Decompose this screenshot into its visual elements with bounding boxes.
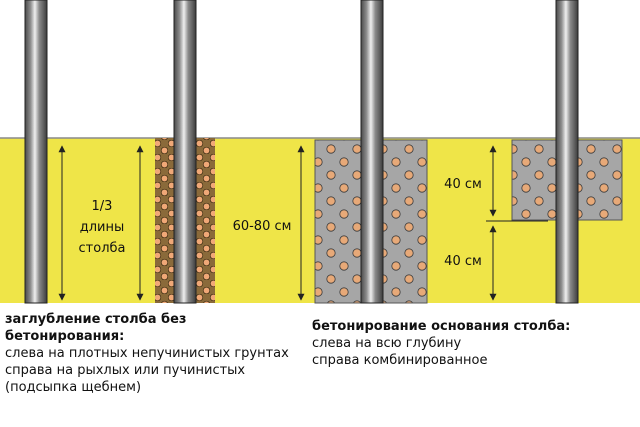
- caption-concrete-base-line-2: справа комбинированное: [312, 353, 488, 368]
- caption-concrete-base-line-1: слева на всю глубину: [312, 336, 462, 351]
- post-3: [360, 0, 384, 304]
- caption-no-concrete-line-1: слева на плотных непучинистых грунтах: [5, 346, 289, 361]
- upper-section-label: 40 см: [444, 177, 482, 192]
- post-1: [24, 0, 48, 304]
- depth-range-label: 60-80 см: [224, 216, 300, 237]
- caption-no-concrete: заглубление столба без бетонирования: сл…: [5, 311, 305, 396]
- caption-concrete-base: бетонирование основания столба: слева на…: [312, 318, 632, 369]
- fence-post-installation-diagram: [0, 0, 640, 304]
- post-4: [555, 0, 579, 304]
- caption-concrete-base-heading: бетонирование основания столба:: [312, 319, 571, 334]
- caption-no-concrete-heading: заглубление столба без бетонирования:: [5, 312, 187, 344]
- caption-no-concrete-line-2: справа на рыхлых или пучинистых (подсыпк…: [5, 363, 246, 395]
- lower-section-label: 40 см: [444, 254, 482, 269]
- depth-fraction-label: 1/3 длины столба: [78, 199, 126, 256]
- post-2: [173, 0, 197, 304]
